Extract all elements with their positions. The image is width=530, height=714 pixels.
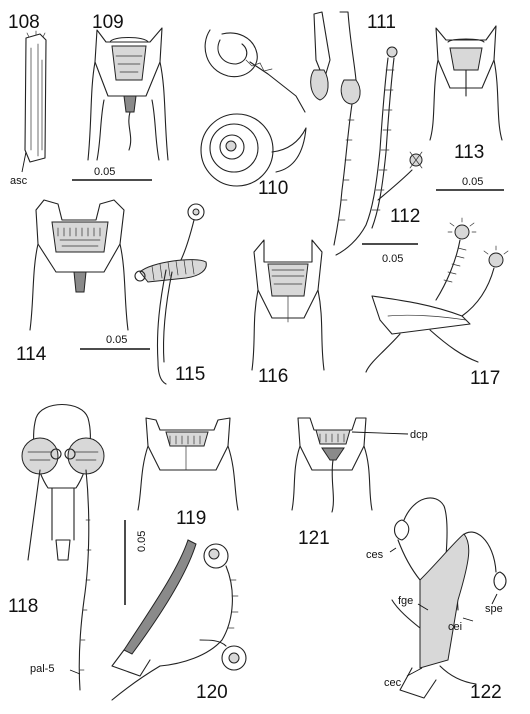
fig-119-cibarium	[137, 417, 239, 511]
fig-110-coiled-structures	[200, 29, 307, 187]
label-asc: asc	[10, 175, 28, 187]
fig-117-spermathecae	[365, 217, 509, 373]
figure-number-121: 121	[298, 528, 330, 549]
fig-121-cibarium	[291, 417, 409, 513]
scale-bar-119-label: 0.05	[136, 531, 148, 552]
figure-number-116: 116	[258, 366, 288, 387]
figure-number-109: 109	[92, 12, 124, 33]
figure-number-119: 119	[176, 508, 206, 529]
scale-bar-114-label: 0.05	[106, 334, 127, 346]
label-spe: spe	[485, 603, 503, 615]
figure-number-110: 110	[258, 178, 288, 199]
label-pal-5: pal-5	[30, 663, 54, 675]
fig-120-spermathecae	[111, 539, 247, 701]
fig-116-cibarium	[251, 239, 325, 371]
figure-number-114: 114	[16, 344, 47, 365]
figure-number-122: 122	[470, 682, 502, 703]
figure-number-115: 115	[175, 364, 205, 385]
fig-111-spermathecae	[310, 11, 361, 246]
label-dcp: dcp	[410, 429, 428, 441]
figure-number-118: 118	[8, 596, 38, 617]
label-ces: ces	[366, 549, 384, 561]
figure-number-117: 117	[470, 368, 500, 389]
scale-bar-113-label: 0.05	[462, 176, 483, 188]
figure-number-111: 111	[367, 12, 396, 33]
scale-bar-112-label: 0.05	[382, 253, 403, 265]
fig-115-spermatheca	[134, 203, 207, 385]
fig-122-genital-furca	[389, 497, 507, 699]
label-fge: fge	[398, 595, 413, 607]
scale-bar-109-label: 0.05	[94, 166, 115, 178]
figure-number-120: 120	[196, 682, 228, 703]
fig-113-cibarium	[429, 25, 503, 141]
figure-number-113: 113	[454, 142, 484, 163]
fig-114-cibarium	[29, 199, 129, 331]
fig-118-head	[21, 404, 105, 691]
figure-number-108: 108	[8, 12, 40, 33]
fig-108-antennal-segment	[21, 30, 47, 173]
fig-109-cibarium	[87, 27, 169, 161]
figure-number-112: 112	[390, 206, 420, 227]
fig-112-ducts	[335, 46, 423, 256]
label-cec: cec	[384, 677, 402, 689]
label-cei: cei	[448, 621, 462, 633]
